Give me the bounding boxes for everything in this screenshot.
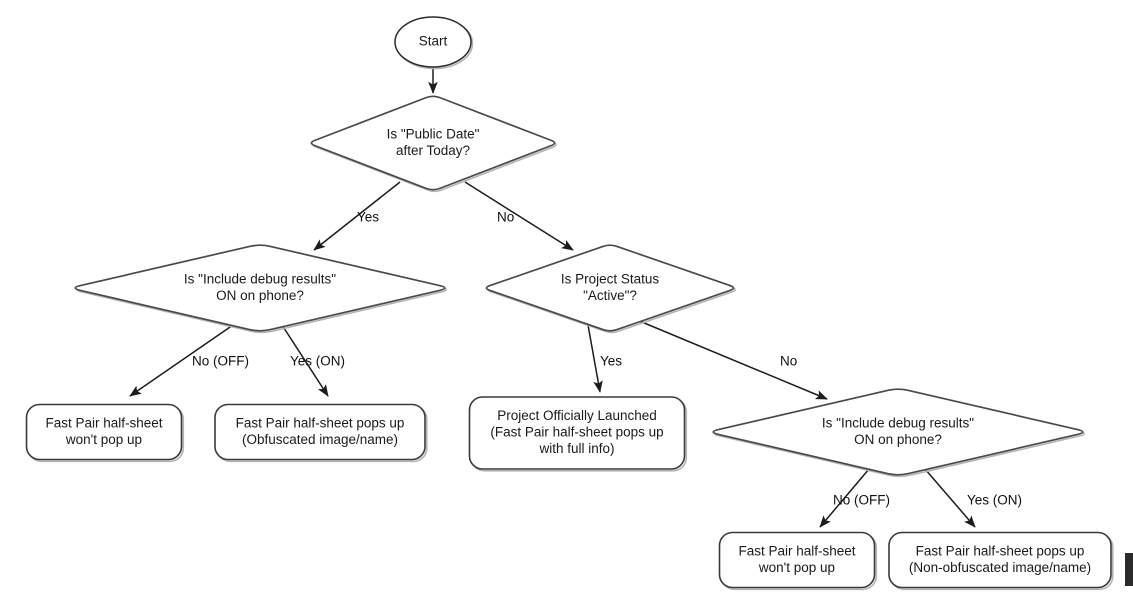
- node-label-line: with full info): [538, 441, 614, 456]
- edge-connector: [587, 324, 603, 393]
- edge-connector: [819, 468, 870, 528]
- process-shape: [214, 403, 426, 461]
- node-label-line: after Today?: [396, 143, 470, 158]
- node-label-line: ON on phone?: [216, 288, 304, 303]
- node-label-line: (Non-obfuscated image/name): [909, 560, 1091, 575]
- nodes-layer: Start Is "Public Date" after Today? Is "Inc…: [25, 16, 1114, 591]
- node-project-status[interactable]: Is Project Status "Active"?: [485, 244, 736, 334]
- edge-project-status-no: No: [636, 319, 828, 400]
- edge-label: No: [497, 210, 514, 225]
- node-label-line: won't pop up: [758, 560, 835, 575]
- node-label-line: Is "Include debug results": [184, 271, 336, 286]
- process-shape: [888, 531, 1112, 589]
- node-result-right-on[interactable]: Fast Pair half-sheet pops up (Non-obfusca…: [888, 531, 1114, 591]
- edge-connector: [636, 319, 828, 400]
- node-label-line: Project Officially Launched: [497, 408, 657, 423]
- decision-shape: [310, 95, 556, 191]
- node-label-line: (Obfuscated image/name): [242, 432, 398, 447]
- edge-connector: [313, 181, 401, 251]
- process-shape: [25, 403, 183, 461]
- edge-public-date-yes: Yes: [313, 181, 401, 251]
- node-result-left-off[interactable]: Fast Pair half-sheet won't pop up: [25, 403, 185, 463]
- edge-public-date-no: No: [464, 181, 574, 251]
- node-label-line: ON on phone?: [854, 432, 942, 447]
- node-label-line: Is Project Status: [561, 271, 660, 286]
- edge-connector: [281, 324, 329, 397]
- edge-debug-right-no: No (OFF): [819, 468, 890, 528]
- edge-label: Yes (ON): [290, 354, 345, 369]
- node-label-line: "Active"?: [583, 288, 637, 303]
- edge-label: Yes (ON): [967, 493, 1022, 508]
- edge-debug-left-no: No (OFF): [129, 324, 249, 397]
- node-public-date[interactable]: Is "Public Date" after Today?: [310, 95, 557, 193]
- artifact-layer: [1125, 553, 1133, 586]
- node-label-line: Start: [419, 34, 448, 49]
- node-label-line: Fast Pair half-sheet: [45, 415, 162, 430]
- decision-shape: [74, 244, 446, 332]
- edge-connector: [129, 324, 234, 397]
- edge-label: No (OFF): [833, 493, 890, 508]
- node-label-line: Is "Public Date": [387, 126, 480, 141]
- edge-debug-left-yes: Yes (ON): [281, 324, 345, 397]
- edge-crop-artifact: [1125, 553, 1133, 586]
- terminator-shape: [394, 16, 472, 68]
- node-label-line: (Fast Pair half-sheet pops up: [490, 425, 663, 440]
- edge-label: No (OFF): [192, 354, 249, 369]
- node-start[interactable]: Start: [394, 16, 474, 70]
- edge-project-status-yes: Yes: [587, 324, 622, 393]
- node-label-line: Fast Pair half-sheet pops up: [236, 415, 405, 430]
- node-debug-left[interactable]: Is "Include debug results" ON on phone?: [74, 244, 448, 334]
- process-shape: [718, 531, 876, 589]
- edge-debug-right-yes: Yes (ON): [924, 468, 1022, 528]
- edge-connector: [464, 181, 574, 251]
- edge-label: Yes: [357, 210, 379, 225]
- decision-shape: [712, 388, 1084, 476]
- node-label-line: Fast Pair half-sheet pops up: [916, 543, 1085, 558]
- edge-label: Yes: [600, 354, 622, 369]
- node-label-line: won't pop up: [65, 432, 142, 447]
- edge-connector: [924, 468, 976, 528]
- node-label-line: Is "Include debug results": [822, 415, 974, 430]
- node-result-left-on[interactable]: Fast Pair half-sheet pops up (Obfuscated …: [214, 403, 428, 463]
- process-shape: [468, 396, 686, 470]
- node-launched[interactable]: Project Officially Launched (Fast Pair ha…: [468, 396, 688, 472]
- decision-shape: [485, 244, 735, 332]
- edge-label: No: [780, 354, 797, 369]
- node-debug-right[interactable]: Is "Include debug results" ON on phone?: [712, 388, 1086, 478]
- node-label-line: Fast Pair half-sheet: [738, 543, 855, 558]
- node-result-right-off[interactable]: Fast Pair half-sheet won't pop up: [718, 531, 878, 591]
